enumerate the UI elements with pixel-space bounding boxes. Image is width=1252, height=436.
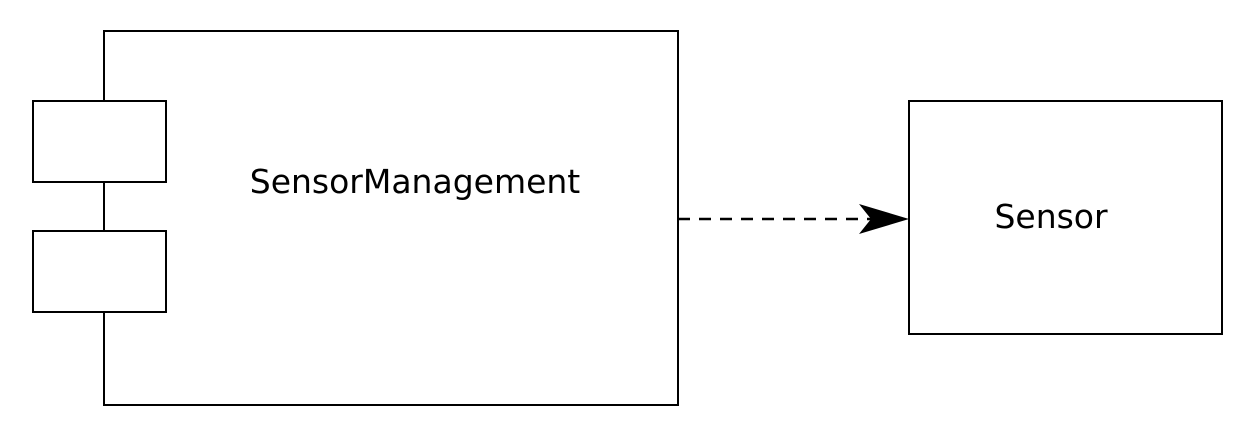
- class-box: [908, 100, 1223, 335]
- component-body: [103, 30, 679, 406]
- component-sensor-management[interactable]: SensorManagement: [32, 30, 679, 406]
- component-port-bottom: [32, 230, 167, 313]
- component-port-top: [32, 100, 167, 183]
- class-sensor[interactable]: Sensor: [908, 100, 1223, 335]
- component-label: SensorManagement: [250, 162, 581, 201]
- class-label: Sensor: [994, 197, 1108, 236]
